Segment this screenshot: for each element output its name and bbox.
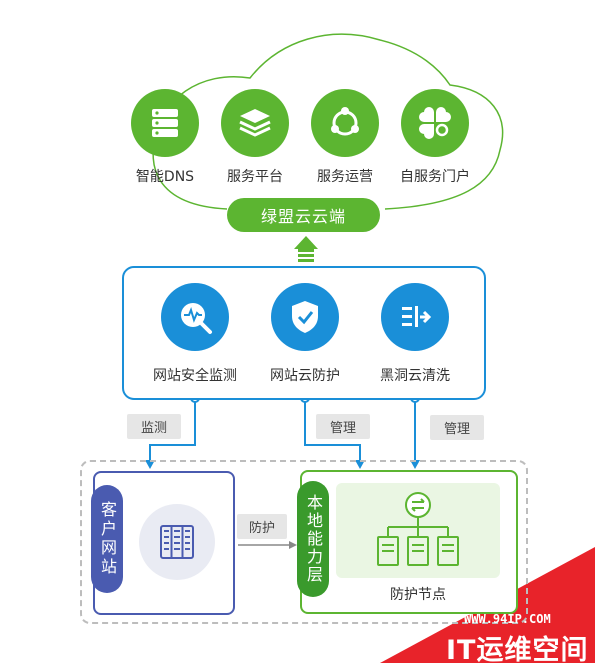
service-platform-label: 服务平台 (227, 169, 283, 185)
network-nodes-icon (377, 492, 459, 566)
protect-tag: 防护 (237, 514, 287, 539)
service-site-monitor-label: 网站安全监测 (153, 368, 237, 384)
local-capability-label: 本地能力层 (297, 481, 329, 597)
service-operation[interactable] (311, 89, 379, 157)
local-region (80, 460, 528, 624)
server-stack-icon (152, 109, 178, 137)
service-portal-label: 自服务门户 (400, 169, 470, 185)
monitor-search-icon (181, 303, 212, 334)
monitor-connector (149, 397, 196, 462)
service-operation-label: 服务运营 (317, 169, 373, 185)
service-portal[interactable] (401, 89, 469, 157)
customer-server-circle (139, 504, 215, 580)
watermark-title: IT运维空间 (446, 635, 589, 666)
filter-arrow-icon (402, 306, 432, 327)
shield-check-icon (292, 301, 318, 333)
service-dns-label: 智能DNS (135, 169, 195, 185)
clover-icon (419, 107, 451, 139)
service-platform[interactable] (221, 89, 289, 157)
cycle-icon (331, 107, 359, 136)
service-site-protect[interactable] (271, 283, 339, 351)
watermark-url: WWW.94IP.COM (464, 612, 551, 626)
manage-tag-1: 管理 (316, 414, 370, 439)
manage-tag-2: 管理 (430, 415, 484, 440)
customer-site-label: 客户网站 (91, 485, 123, 593)
monitor-tag: 监测 (127, 414, 181, 439)
server-rack-icon (160, 525, 194, 559)
layers-icon (239, 109, 271, 137)
service-dns[interactable] (131, 89, 199, 157)
service-site-protect-label: 网站云防护 (270, 368, 340, 384)
service-site-monitor[interactable] (161, 283, 229, 351)
service-blackhole-clean[interactable] (381, 283, 449, 351)
manage-connector-1 (304, 397, 361, 462)
cloud-name-button[interactable]: 绿盟云云端 (227, 198, 380, 232)
protect-node-label: 防护节点 (390, 587, 446, 603)
service-blackhole-clean-label: 黑洞云清洗 (380, 368, 450, 384)
up-arrow-icon (294, 236, 318, 262)
